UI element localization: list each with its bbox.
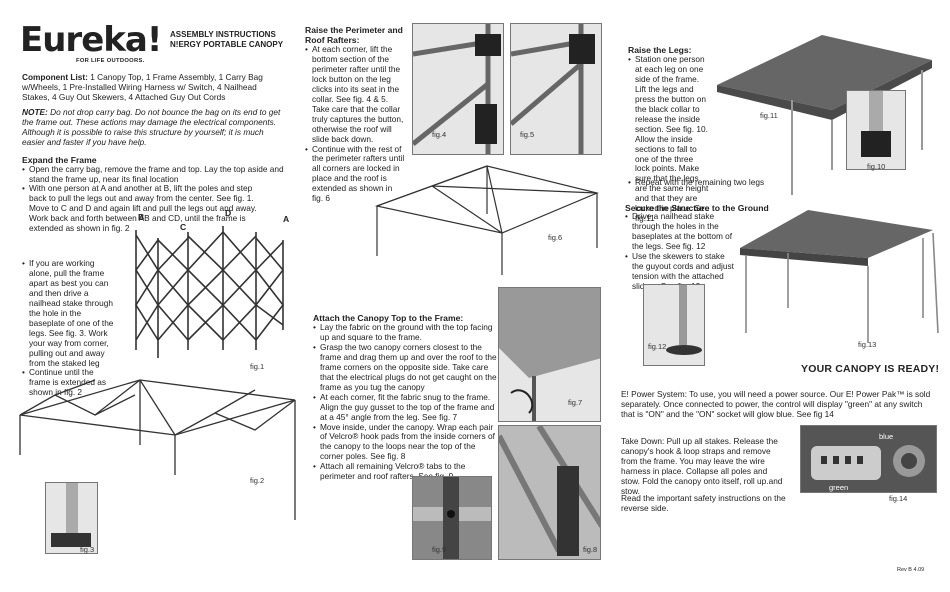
fig12-photo — [643, 284, 705, 366]
brand-tagline: FOR LIFE OUTDOORS. — [76, 58, 145, 64]
header-line-2: N!ERGY PORTABLE CANOPY — [170, 40, 284, 49]
document-header: ASSEMBLY INSTRUCTIONS N!ERGY PORTABLE CA… — [170, 30, 283, 50]
list-item: Grasp the two canopy corners closest to … — [313, 342, 498, 393]
component-list: Component List: 1 Canopy Top, 1 Frame As… — [22, 72, 284, 103]
label-a: A — [283, 214, 290, 224]
fig12-label: fig.12 — [648, 342, 667, 351]
list-item: Lay the fabric on the ground with the to… — [313, 322, 498, 343]
fig7-photo — [498, 287, 601, 422]
secure-steps: Drive a nailhead stake through the holes… — [625, 211, 737, 292]
fig4-label: fig.4 — [432, 130, 447, 139]
fig2-frame-illustration — [19, 379, 296, 520]
list-item: If you are working alone, pull the frame… — [22, 258, 114, 368]
safety-paragraph: Read the important safety instructions o… — [621, 493, 786, 513]
green-label: green — [829, 483, 849, 492]
note-text: Do not drop carry bag. Do not bounce the… — [22, 107, 281, 147]
take-down-paragraph: Take Down: Pull up all stakes. Release t… — [621, 436, 783, 496]
fig1-label: fig.1 — [250, 362, 265, 371]
fig13-label: fig.13 — [858, 340, 877, 349]
list-item: With one person at A and another at B, l… — [22, 183, 272, 234]
fig8-label: fig.8 — [583, 545, 598, 554]
secure-title: Secure the Structure to the Ground — [625, 203, 769, 213]
header-line-1: ASSEMBLY INSTRUCTIONS — [170, 30, 276, 39]
power-system-paragraph: E! Power System: To use, you will need a… — [621, 389, 931, 419]
fig14-label: fig.14 — [889, 494, 908, 503]
baseplate — [51, 533, 91, 547]
list-item: At each corner, lift the bottom section … — [305, 44, 405, 145]
fig11-label: fig.11 — [760, 111, 778, 120]
eureka-logo: Eureka! — [20, 20, 162, 60]
fig3-label: fig.3 — [80, 545, 95, 554]
legs-steps-1: Station one person at each leg on one si… — [628, 54, 710, 224]
list-item: Open the carry bag, remove the frame and… — [22, 164, 284, 185]
list-item: Move inside, under the canopy. Wrap each… — [313, 422, 498, 463]
label-d: D — [225, 208, 232, 218]
expand-title: Expand the Frame — [22, 155, 97, 165]
attach-title: Attach the Canopy Top to the Frame: — [313, 313, 464, 323]
list-item: Repeat with the remaining two legs — [628, 177, 788, 188]
fig2-label: fig.2 — [250, 476, 265, 485]
expand-steps-2: With one person at A and another at B, l… — [22, 183, 272, 234]
fig6-label: fig.6 — [548, 233, 563, 242]
expand-steps-3: If you are working alone, pull the frame… — [22, 258, 114, 398]
list-item: Attach all remaining Velcro® tabs to the… — [313, 461, 498, 482]
fig10-photo — [846, 90, 906, 170]
fig13-canopy-illustration — [740, 210, 939, 343]
revision-note: Rev B 4.09 — [897, 567, 925, 573]
attach-steps: Lay the fabric on the ground with the to… — [313, 322, 498, 482]
list-item: Continue until the frame is extended as … — [22, 368, 114, 398]
expand-steps: Open the carry bag, remove the frame and… — [22, 164, 284, 185]
fig5-label: fig.5 — [520, 130, 535, 139]
fig3-photo — [45, 482, 98, 554]
fig9-photo — [412, 476, 492, 560]
pole — [66, 483, 78, 543]
canopy-ready-heading: YOUR CANOPY IS READY! — [801, 363, 940, 375]
perimeter-title: Raise the Perimeter and Roof Rafters: — [305, 25, 403, 46]
fig4-photo — [412, 23, 504, 155]
label-c: C — [180, 222, 187, 232]
fig9-label: fig.9 — [432, 545, 447, 554]
component-list-text: 1 Canopy Top, 1 Frame Assembly, 1 Carry … — [22, 72, 263, 102]
list-item: At each corner, fit the fabric snug to t… — [313, 392, 498, 423]
fig10-label: fig.10 — [867, 162, 886, 171]
label-b: B — [138, 212, 145, 222]
note-label: NOTE: — [22, 107, 48, 117]
perimeter-steps: At each corner, lift the bottom section … — [305, 44, 405, 205]
fig8-photo — [498, 425, 601, 560]
legs-steps-2: Repeat with the remaining two legs — [628, 177, 788, 188]
fig1-frame-illustration — [135, 226, 285, 358]
component-list-label: Component List: — [22, 72, 88, 82]
fig6-frame-illustration — [374, 165, 599, 275]
fig11-canopy-illustration — [717, 35, 932, 195]
fig7-label: fig.7 — [568, 398, 583, 407]
fig5-photo — [510, 23, 602, 155]
list-item: Station one person at each leg on one si… — [628, 54, 710, 224]
legs-title: Raise the Legs: — [628, 45, 692, 55]
list-item: Continue with the rest of the perimeter … — [305, 144, 405, 205]
fig14-photo: blue green — [800, 425, 937, 493]
list-item: Drive a nailhead stake through the holes… — [625, 211, 737, 252]
blue-label: blue — [879, 432, 894, 441]
note: NOTE: Do not drop carry bag. Do not boun… — [22, 107, 284, 148]
